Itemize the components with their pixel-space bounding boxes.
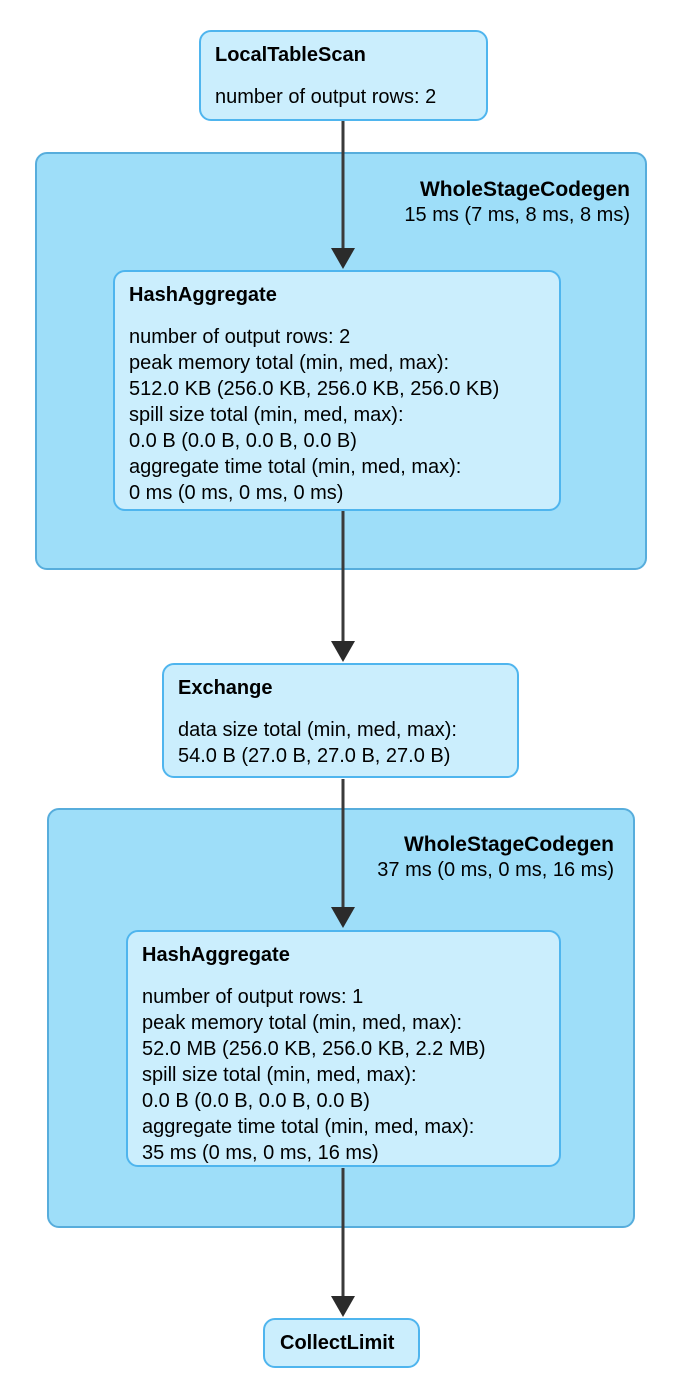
edge-arrow [331,511,355,662]
node-metric: 35 ms (0 ms, 0 ms, 16 ms) [142,1142,379,1164]
node-metric: peak memory total (min, med, max): [129,352,450,374]
edge-line [341,511,345,645]
node-hash-aggregate-1: HashAggregate number of output rows: 2 p… [113,270,561,511]
cluster-label-2: WholeStageCodegen 37 ms (0 ms, 0 ms, 16 … [0,832,614,883]
node-metric: peak memory total (min, med, max): [142,1012,463,1034]
node-title: LocalTableScan [215,44,366,66]
node-metric: 0.0 B (0.0 B, 0.0 B, 0.0 B) [129,430,357,452]
node-title: CollectLimit [280,1332,395,1354]
node-exchange: Exchange data size total (min, med, max)… [162,663,519,778]
edge-line [341,779,345,911]
node-local-table-scan: LocalTableScan number of output rows: 2 [199,30,488,121]
node-metric: spill size total (min, med, max): [142,1064,417,1086]
cluster-duration: 37 ms (0 ms, 0 ms, 16 ms) [377,859,614,881]
node-title: Exchange [178,677,273,699]
node-metric: 54.0 B (27.0 B, 27.0 B, 27.0 B) [178,745,451,767]
edge-arrow [331,1168,355,1317]
node-metric: data size total (min, med, max): [178,719,457,741]
node-title: HashAggregate [129,284,277,306]
arrowhead-icon [331,641,355,662]
cluster-title: WholeStageCodegen [403,833,614,856]
node-metric: number of output rows: 2 [129,326,351,348]
node-metric: 0 ms (0 ms, 0 ms, 0 ms) [129,482,344,504]
node-hash-aggregate-2: HashAggregate number of output rows: 1 p… [126,930,561,1167]
edge-arrow [331,779,355,928]
arrowhead-icon [331,907,355,928]
node-metric: 512.0 KB (256.0 KB, 256.0 KB, 256.0 KB) [129,378,500,400]
node-metric: number of output rows: 1 [142,986,364,1008]
edge-line [341,1168,345,1300]
node-title: HashAggregate [142,944,290,966]
node-metric: 0.0 B (0.0 B, 0.0 B, 0.0 B) [142,1090,370,1112]
node-collect-limit: CollectLimit [263,1318,420,1368]
node-metric: number of output rows: 2 [215,86,437,108]
arrowhead-icon [331,248,355,269]
cluster-label-1: WholeStageCodegen 15 ms (7 ms, 8 ms, 8 m… [0,177,630,228]
cluster-duration: 15 ms (7 ms, 8 ms, 8 ms) [404,204,630,226]
arrowhead-icon [331,1296,355,1317]
edge-line [341,121,345,252]
node-metric: 52.0 MB (256.0 KB, 256.0 KB, 2.2 MB) [142,1038,486,1060]
node-metric: aggregate time total (min, med, max): [129,456,462,478]
node-metric: spill size total (min, med, max): [129,404,404,426]
node-metric: aggregate time total (min, med, max): [142,1116,475,1138]
edge-arrow [331,121,355,269]
cluster-title: WholeStageCodegen [419,178,630,201]
